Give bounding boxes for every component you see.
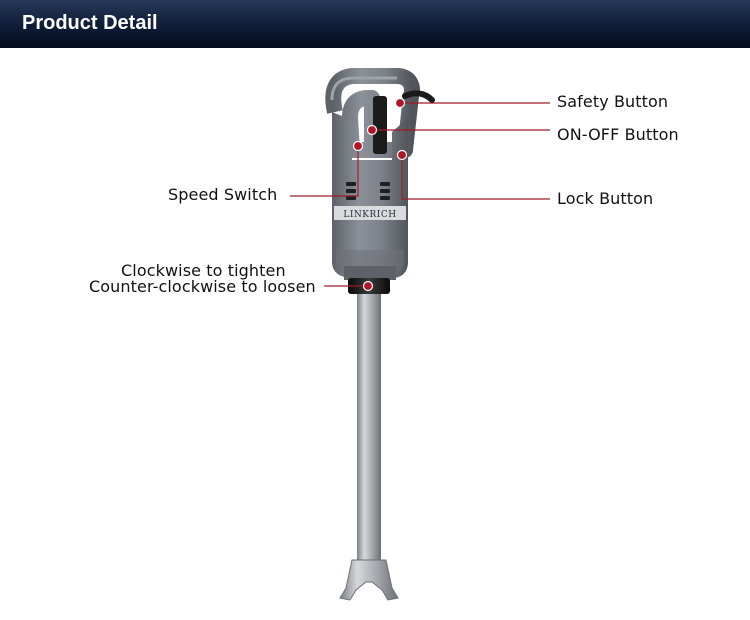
- on-off-button-marker: [366, 124, 378, 136]
- speed-switch-label: Speed Switch: [168, 185, 278, 204]
- grip-insert: [373, 96, 387, 154]
- header-bar: Product Detail: [0, 0, 750, 48]
- vents-left: [346, 182, 356, 200]
- callout-lines: [290, 102, 550, 287]
- lock-button-marker: [396, 149, 408, 161]
- counter-clockwise-label: Counter-clockwise to loosen: [89, 277, 316, 296]
- speed-switch-marker: [352, 140, 364, 152]
- motor-neck: [344, 266, 396, 280]
- power-cord: [402, 90, 435, 103]
- vents-right: [380, 182, 390, 200]
- safety-button-label: Safety Button: [557, 92, 669, 111]
- blending-shaft: [357, 294, 381, 564]
- page-title: Product Detail: [22, 12, 158, 34]
- lock-button-label: Lock Button: [557, 189, 654, 208]
- blade-guard: [339, 559, 399, 601]
- collar-marker: [362, 280, 374, 292]
- callout-markers: [352, 97, 408, 292]
- brand-band: [334, 206, 406, 220]
- on-off-button-label: ON-OFF Button: [557, 125, 679, 144]
- clockwise-label: Clockwise to tighten: [121, 261, 286, 280]
- safety-button-marker: [394, 97, 406, 109]
- motor-housing: [332, 112, 408, 278]
- brand-logo: LINKRICH: [343, 210, 396, 220]
